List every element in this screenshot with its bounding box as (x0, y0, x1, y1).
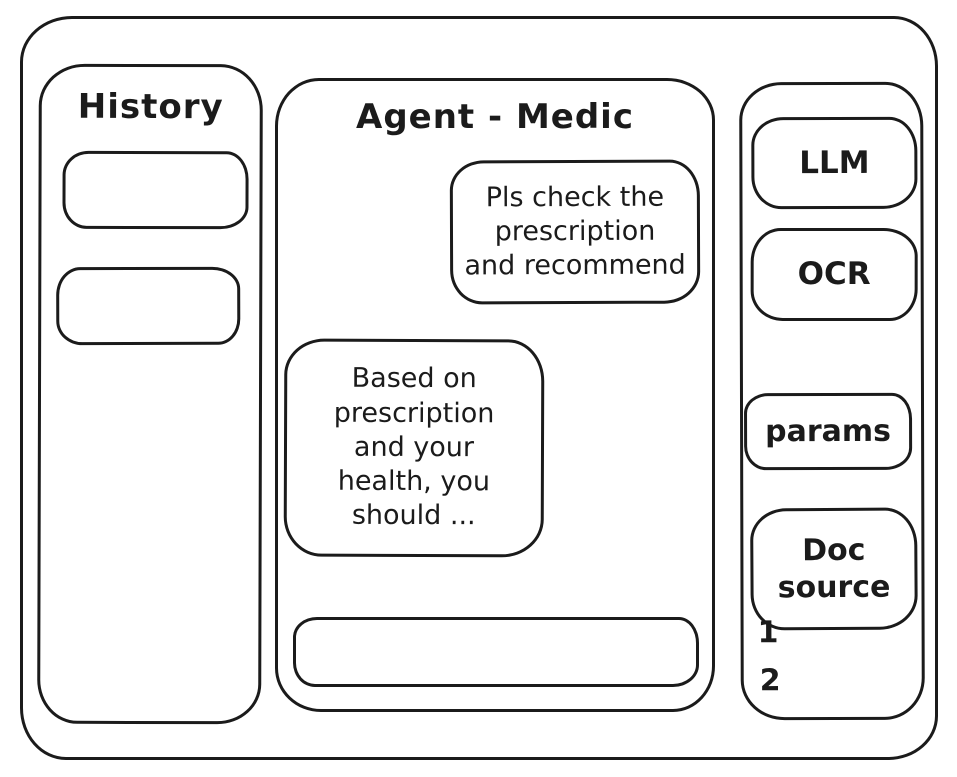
doc-source-item-2: 2 (759, 663, 781, 699)
ocr-button[interactable]: OCR (750, 227, 918, 322)
chat-panel: Agent - Medic Pls check the prescription… (275, 78, 715, 712)
history-title: History (77, 86, 224, 128)
doc-source-button[interactable]: Doc source (750, 507, 918, 631)
assistant-message-bubble: Based on prescription and your health, y… (283, 338, 545, 558)
message-input[interactable] (293, 617, 699, 687)
doc-source-item-1: 1 (757, 615, 779, 651)
llm-button[interactable]: LLM (751, 116, 918, 210)
history-panel: History (37, 63, 263, 725)
chat-title: Agent - Medic (356, 97, 634, 137)
history-item[interactable] (62, 150, 249, 230)
params-button[interactable]: params (743, 392, 913, 471)
app-window: History Agent - Medic Pls check the pres… (20, 16, 938, 760)
user-message-bubble: Pls check the prescription and recommend (449, 159, 701, 305)
tools-panel: LLM OCR params Doc source 1 2 (739, 81, 925, 721)
history-item[interactable] (56, 266, 241, 346)
